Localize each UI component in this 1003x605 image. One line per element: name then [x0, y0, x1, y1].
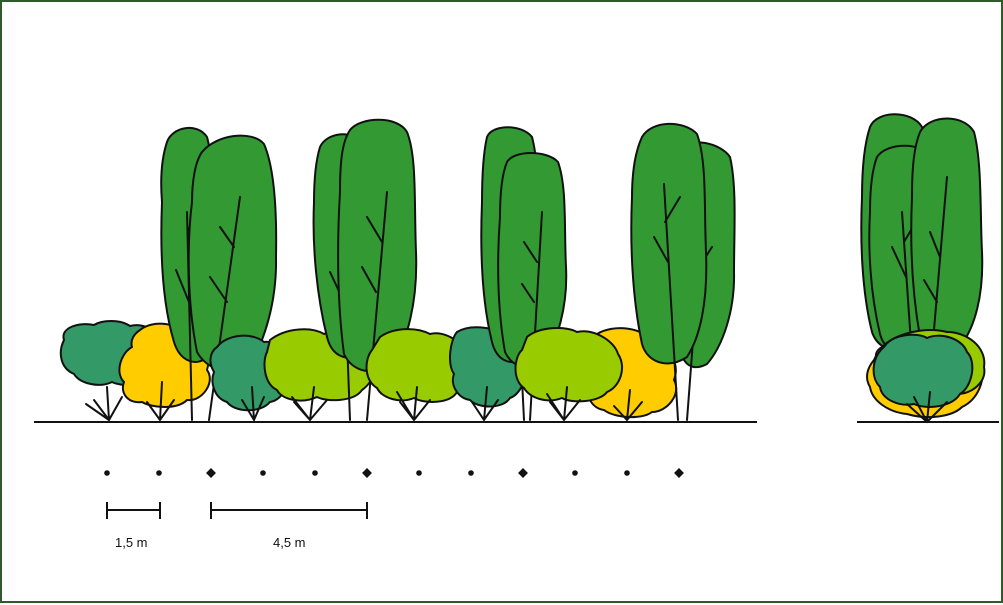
scale-bar-long	[211, 502, 367, 519]
scale-label-long: 4,5 m	[273, 535, 306, 550]
shrub-position-mark	[260, 470, 266, 476]
tree-position-mark	[518, 468, 528, 478]
planting-position-marks	[104, 468, 684, 478]
shrub-position-mark	[468, 470, 474, 476]
scale-bar-short	[107, 502, 160, 519]
tree-position-mark	[674, 468, 684, 478]
tree-position-mark	[206, 468, 216, 478]
shrub-position-mark	[156, 470, 162, 476]
shrub-position-mark	[572, 470, 578, 476]
side-elevation-shrubs	[867, 330, 984, 422]
tree-position-mark	[362, 468, 372, 478]
shrub-position-mark	[416, 470, 422, 476]
shrub-position-mark	[104, 470, 110, 476]
scale-label-short: 1,5 m	[115, 535, 148, 550]
shrub-position-mark	[312, 470, 318, 476]
shrub-position-mark	[624, 470, 630, 476]
